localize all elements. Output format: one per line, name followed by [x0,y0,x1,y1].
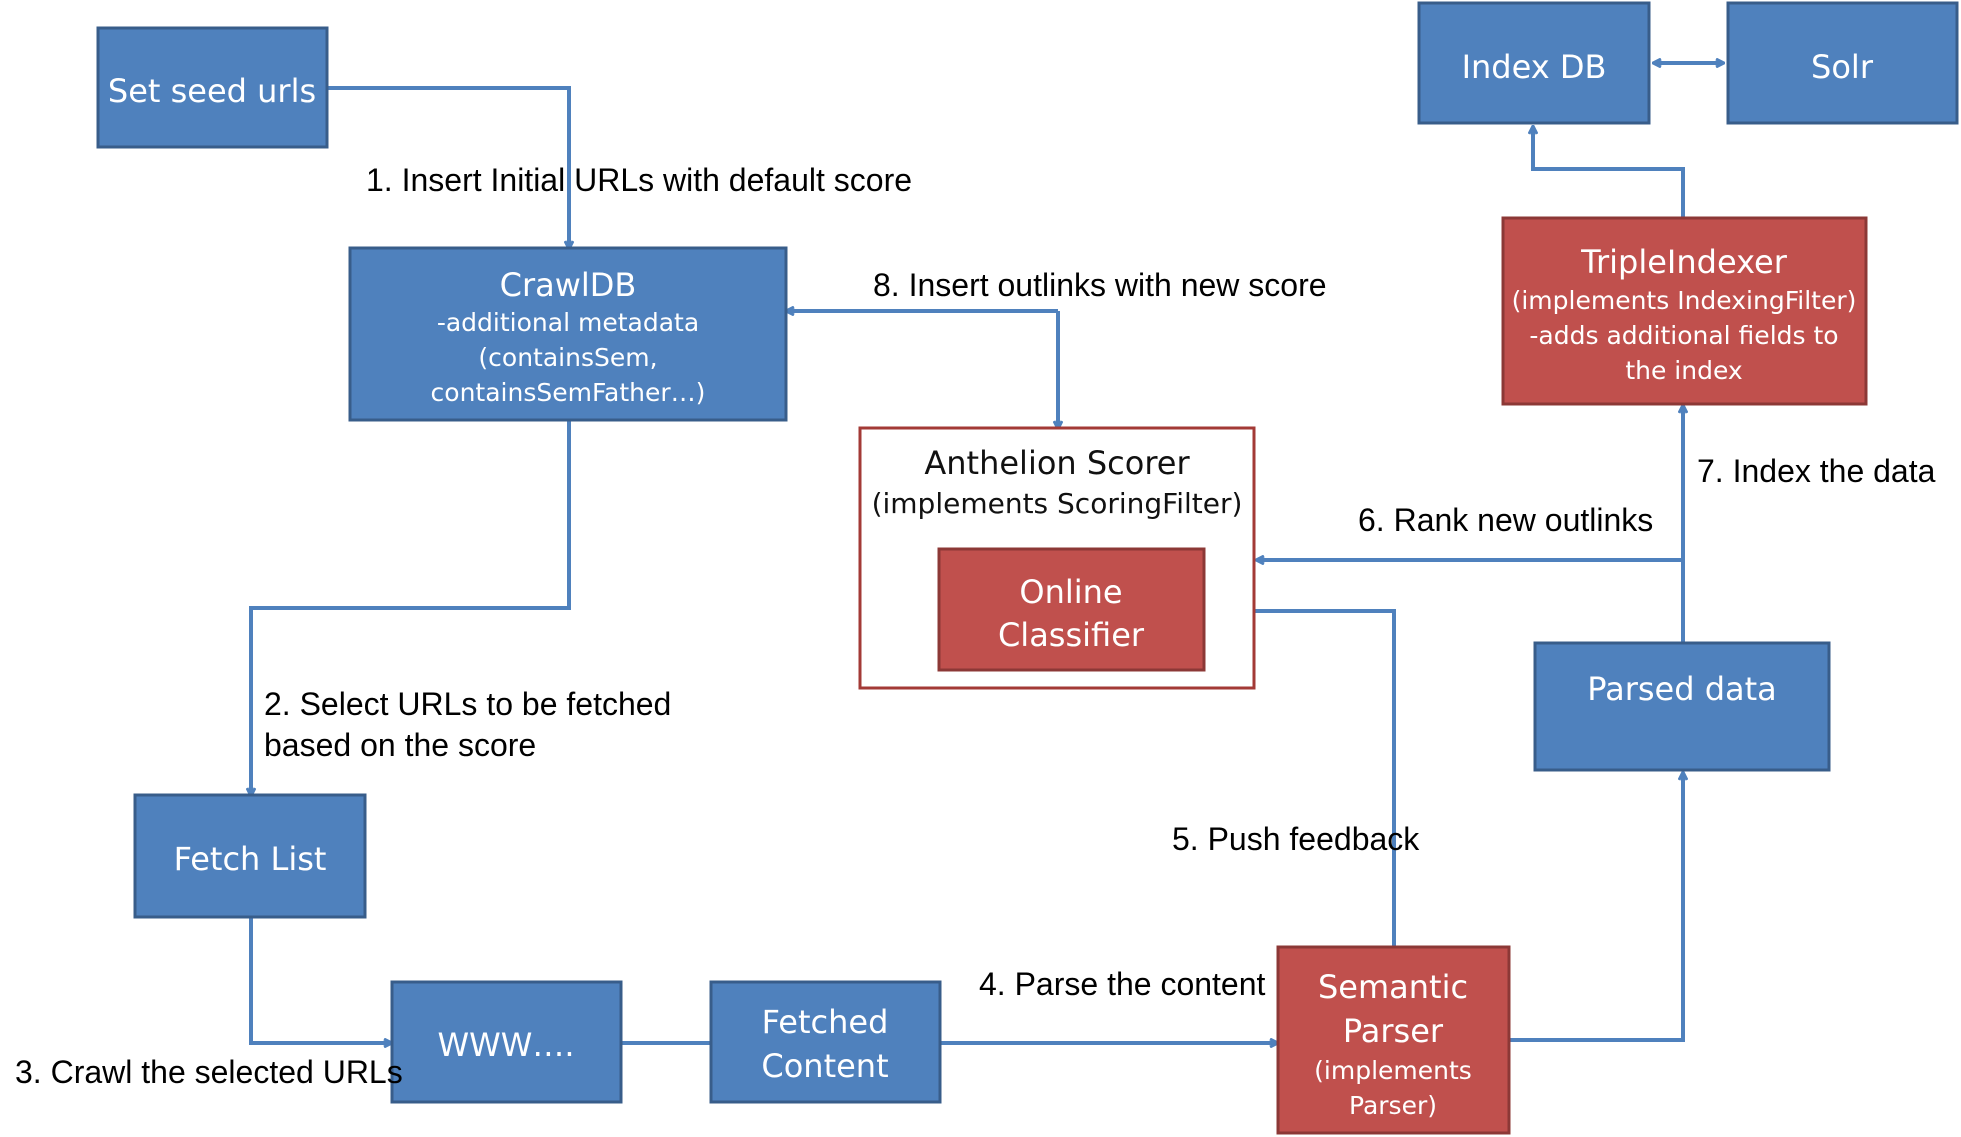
box-set-seed-urls-label: Set seed urls [108,72,316,110]
box-index-db-label: Index DB [1462,48,1607,86]
box-semantic-parser: Semantic Parser (implements Parser) [1276,945,1511,1135]
box-crawldb-line4: containsSemFather…) [431,378,706,407]
box-semantic-parser-line2: Parser [1343,1012,1444,1050]
box-parsed-data-label: Parsed data [1587,670,1777,708]
label-step-6: 6. Rank new outlinks [1358,502,1653,538]
box-fetch-list: Fetch List [133,793,367,919]
box-semantic-parser-line4: Parser) [1349,1091,1437,1120]
label-step-2a: 2. Select URLs to be fetched [264,686,671,722]
box-fetched-content-line2: Content [761,1047,888,1085]
box-solr-label: Solr [1811,48,1874,86]
box-triple-indexer-line3: -adds additional fields to [1529,321,1838,350]
connector-fetchlist-to-www [249,918,391,1043]
label-step-7: 7. Index the data [1697,453,1936,489]
connector-semantic-to-parsed [1510,773,1683,1042]
box-index-db: Index DB [1417,1,1651,125]
box-crawldb-line2: -additional metadata [437,308,699,337]
box-fetched-content: Fetched Content [709,980,942,1104]
label-step-4: 4. Parse the content [979,966,1266,1002]
box-triple-indexer-line2: (implements IndexingFilter) [1512,286,1857,315]
connector-crawldb-to-fetchlist [251,421,571,795]
connector-tripleindexer-to-indexdb [1533,127,1685,217]
box-semantic-parser-line3: (implements [1314,1056,1472,1085]
box-triple-indexer-title: TripleIndexer [1580,243,1788,281]
box-crawldb: CrawlDB -additional metadata (containsSe… [348,246,788,422]
connector-semantic-to-classifier [1205,611,1396,948]
box-online-classifier: Online Classifier [937,547,1206,672]
label-step-3: 3. Crawl the selected URLs [15,1054,403,1090]
connectors [251,63,1723,1043]
box-crawldb-line3: (containsSem, [478,343,657,372]
label-step-5: 5. Push feedback [1172,821,1420,857]
connector-parsed-to-anthelion [1257,560,1685,643]
box-triple-indexer: TripleIndexer (implements IndexingFilter… [1501,216,1868,406]
box-www-label: WWW…. [437,1026,574,1064]
box-fetched-content-line1: Fetched [762,1003,889,1041]
box-semantic-parser-line1: Semantic [1318,968,1468,1006]
box-anthelion-subtitle: (implements ScoringFilter) [872,487,1243,520]
box-parsed-data: Parsed data [1533,641,1831,772]
connector-seed-to-crawldb [328,86,569,248]
box-online-classifier-line2: Classifier [998,616,1145,654]
label-step-8: 8. Insert outlinks with new score [873,267,1327,303]
box-www: WWW…. [390,980,623,1104]
box-anthelion-title: Anthelion Scorer [924,444,1190,482]
step-labels: 1. Insert Initial URLs with default scor… [15,162,1936,1090]
box-online-classifier-line1: Online [1019,573,1122,611]
box-triple-indexer-line4: the index [1625,356,1742,385]
box-solr: Solr [1726,1,1959,125]
box-fetch-list-label: Fetch List [174,840,327,878]
box-set-seed-urls: Set seed urls [96,26,329,149]
label-step-2b: based on the score [264,727,536,763]
label-step-1: 1. Insert Initial URLs with default scor… [366,162,912,198]
box-crawldb-title: CrawlDB [500,266,637,304]
